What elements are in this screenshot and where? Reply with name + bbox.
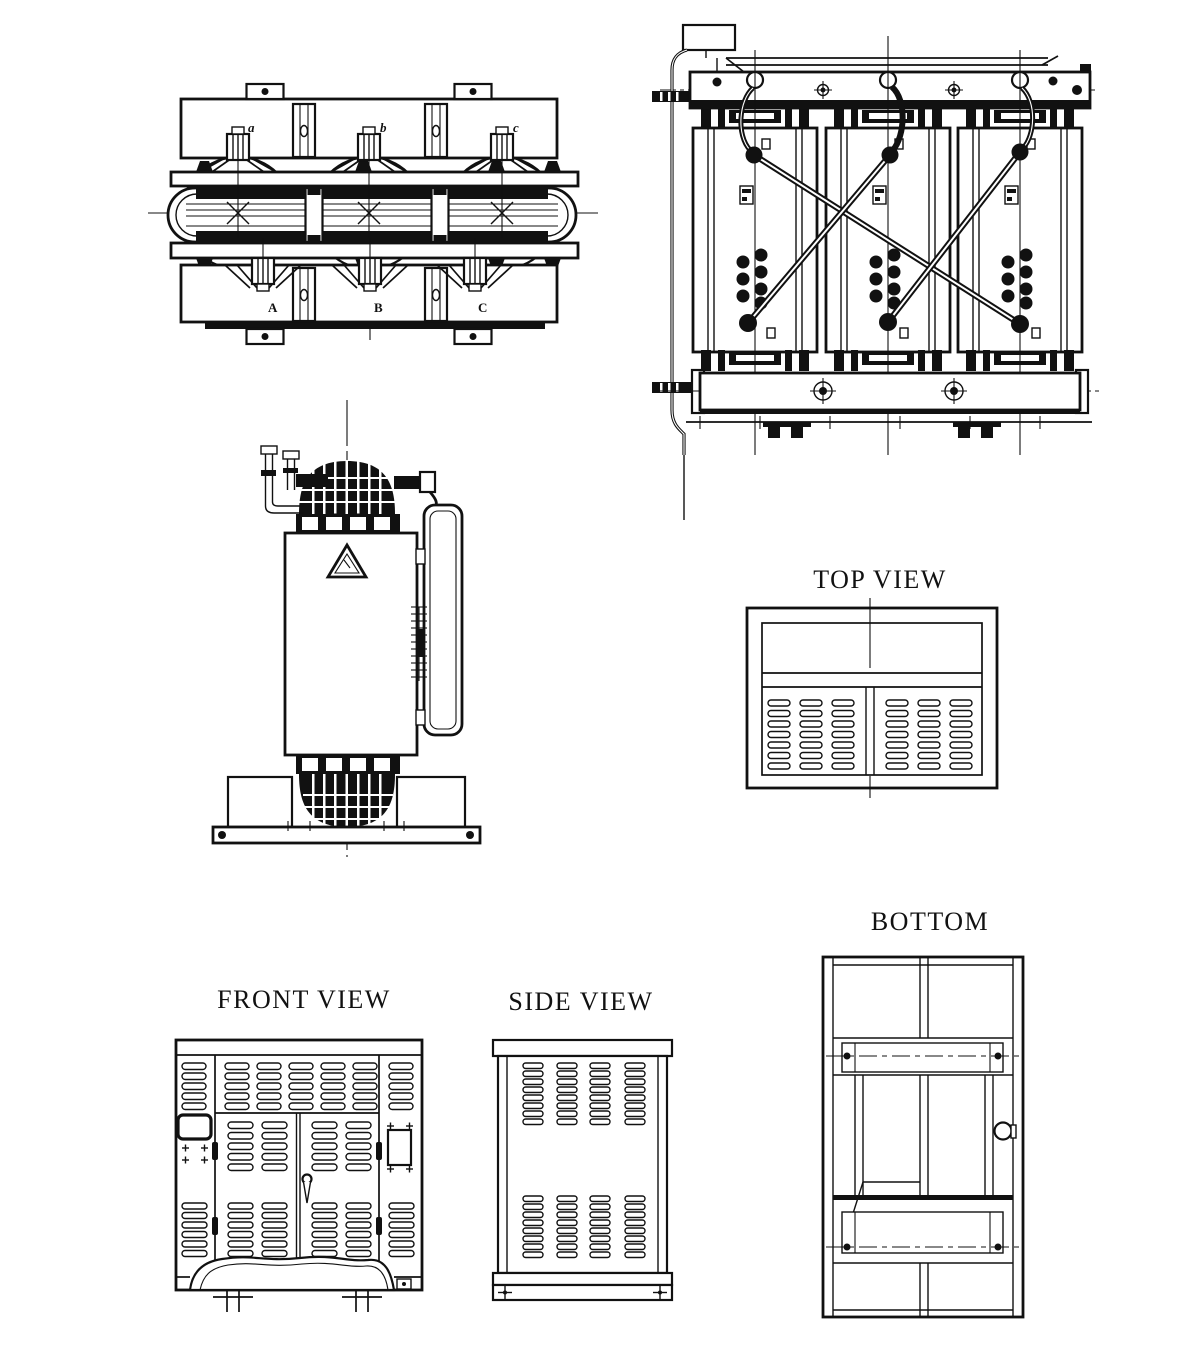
door-handle — [301, 1173, 313, 1204]
mounting-feet — [213, 1290, 382, 1312]
door-hinge — [376, 1217, 382, 1235]
enclosure-front-view: FRONT VIEW — [174, 985, 424, 1312]
phase-label-A: A — [268, 300, 278, 315]
phase-label-b: b — [380, 120, 387, 135]
side-view-label: SIDE VIEW — [508, 987, 653, 1016]
front-view-label: FRONT VIEW — [217, 985, 391, 1014]
warning-triangle-symbol — [325, 542, 369, 579]
top-piping — [260, 445, 328, 514]
lifting-lug — [453, 327, 493, 346]
diagonal-tie-rods — [745, 150, 1023, 327]
enclosure-bottom-view: BOTTOM — [821, 907, 1025, 1319]
side-view-base-bolts — [498, 1286, 667, 1299]
lower-clamp-bar — [169, 241, 580, 260]
assembly-front-view — [652, 23, 1100, 520]
door-hinge — [376, 1142, 382, 1160]
foot-pads — [763, 422, 1001, 438]
enclosure-top-view: TOP VIEW — [745, 565, 999, 798]
door-hinge — [212, 1217, 218, 1235]
cable-clamp — [652, 382, 696, 393]
phase-label-c: c — [513, 120, 519, 135]
phase-label-B: B — [374, 300, 383, 315]
top-view-label: TOP VIEW — [813, 565, 947, 594]
cable-clamp — [652, 91, 696, 102]
lifting-lug — [245, 82, 285, 101]
phase-label-a: a — [248, 120, 255, 135]
bottom-label: BOTTOM — [871, 907, 989, 936]
assembly-side-view — [211, 400, 482, 857]
lower-clamp-beam — [698, 371, 1082, 412]
clamp-bolts — [814, 81, 963, 99]
terminal-plate-bolts — [387, 1122, 413, 1173]
earthing-cable — [670, 48, 688, 455]
window-bolts — [182, 1144, 208, 1164]
upper-clamp-bar — [169, 170, 580, 188]
door-knob — [993, 1121, 1017, 1141]
tap-bushing-ribs — [411, 606, 427, 681]
phase-label-C: C — [478, 300, 487, 315]
enclosure-side-view: SIDE VIEW — [491, 987, 674, 1302]
inspection-window — [176, 1113, 213, 1141]
lifting-lug — [453, 82, 493, 101]
base-channel — [211, 825, 482, 845]
right-conduit-and-bracket — [394, 470, 464, 737]
right-support — [395, 775, 467, 829]
door-hinge — [212, 1142, 218, 1160]
terminal-plate — [386, 1128, 413, 1167]
hv-lead-strap — [889, 84, 906, 152]
junction-box — [681, 23, 737, 52]
left-support — [226, 775, 294, 829]
base-bolts — [810, 378, 967, 404]
cable-cover — [188, 1255, 396, 1292]
assembly-plan-view: a b c A B C — [148, 82, 598, 346]
lifting-lug — [245, 327, 285, 346]
